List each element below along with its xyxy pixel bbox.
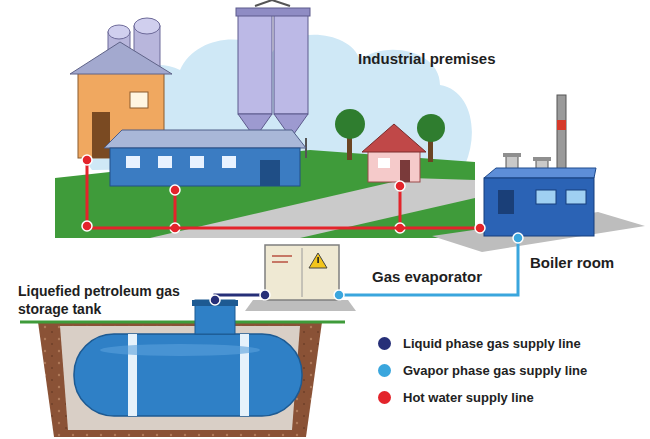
legend-swatch (378, 337, 391, 350)
node-label: Gas evaporator (372, 268, 482, 286)
node-label: Liquefied petroleum gas storage tank (18, 282, 203, 318)
node-label: Industrial premises (358, 50, 496, 68)
branch-dots (82, 155, 405, 233)
legend-row: Hot water supply line (378, 384, 587, 411)
tank-pit (20, 300, 345, 437)
boiler-building (484, 95, 596, 236)
premises-area: Industrial premises (55, 0, 475, 226)
legend-swatch (378, 391, 391, 404)
long-barn (104, 130, 306, 186)
legend-row: Liquid phase gas supply line (378, 330, 587, 357)
hot-water-branches (87, 160, 400, 228)
pipe-line (210, 290, 270, 305)
legend-text: Hot water supply line (403, 390, 534, 405)
pipe-line (334, 233, 523, 300)
legend-swatch (378, 364, 391, 377)
legend-text: Gvapor phase gas supply line (403, 363, 587, 378)
node-label: Boiler room (530, 254, 614, 272)
legend-text: Liquid phase gas supply line (403, 336, 581, 351)
lpg-storage-tank: Liquefied petroleum gas storage tank (36, 300, 326, 437)
pipe-line (82, 221, 485, 233)
gas-evaporator: Gas evaporator (265, 245, 339, 300)
evaporator-cabinet (245, 245, 356, 311)
house (362, 124, 426, 182)
boiler-room: Boiler room (480, 92, 598, 238)
legend: Liquid phase gas supply lineGvapor phase… (378, 330, 587, 411)
legend-row: Gvapor phase gas supply line (378, 357, 587, 384)
